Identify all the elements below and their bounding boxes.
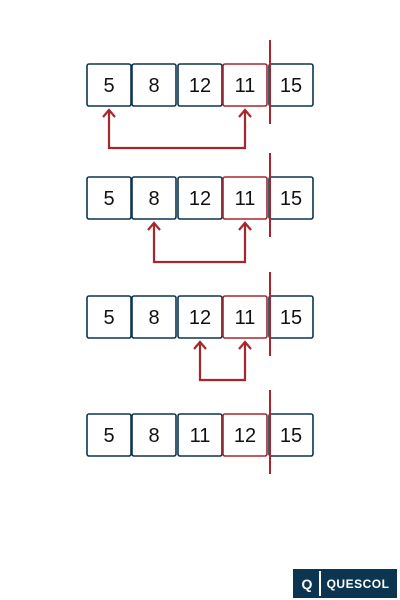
array-cell: 15: [268, 295, 314, 339]
arrowhead-icon: [238, 340, 252, 350]
cell-value: 8: [148, 307, 159, 329]
cell-box: [177, 413, 223, 457]
cell-box: [86, 63, 132, 107]
cell-value: 8: [148, 75, 159, 97]
arrowhead-icon: [238, 221, 252, 231]
array-cell: 8: [131, 295, 177, 339]
cell-value: 8: [148, 188, 159, 210]
cell-box: [131, 176, 177, 220]
array-row: 5 8 12 11 15: [86, 153, 314, 264]
cell-value: 11: [235, 307, 256, 329]
array-row: 5 8 11 12 15: [86, 390, 314, 474]
array-cell: 11: [222, 295, 268, 339]
cell-value: 5: [103, 188, 114, 210]
arrowhead-icon: [238, 108, 252, 118]
swap-arrow-line: [152, 223, 247, 264]
logo-mark: Q: [295, 571, 319, 596]
cell-box: [86, 295, 132, 339]
highlighted-cell-box: [222, 176, 268, 220]
cell-value: 11: [235, 188, 256, 210]
array-cell: 15: [268, 176, 314, 220]
arrowhead-icon: [102, 108, 116, 118]
array-cell: 15: [268, 63, 314, 107]
quescol-logo: Q QUESCOL: [293, 569, 397, 598]
swap-arrow: [193, 340, 252, 382]
cell-value: 15: [280, 425, 302, 447]
array-cell: 11: [222, 176, 268, 220]
array-cell: 12: [177, 295, 223, 339]
cell-box: [131, 63, 177, 107]
highlighted-cell-box: [222, 413, 268, 457]
cell-value: 11: [235, 75, 256, 97]
swap-arrow-line: [198, 342, 247, 382]
cell-value: 15: [280, 75, 302, 97]
cell-box: [177, 176, 223, 220]
swap-arrow: [102, 108, 252, 150]
highlighted-cell-box: [222, 295, 268, 339]
array-cell: 8: [131, 176, 177, 220]
cell-box: [177, 63, 223, 107]
array-cell: 12: [177, 176, 223, 220]
array-cell: 11: [222, 63, 268, 107]
array-cell: 12: [177, 63, 223, 107]
arrowhead-icon: [193, 340, 207, 350]
cell-value: 15: [280, 307, 302, 329]
swap-arrow: [147, 221, 252, 264]
array-row: 5 8 12 11 15: [86, 272, 314, 382]
array-cell: 5: [86, 295, 132, 339]
array-cell: 5: [86, 63, 132, 107]
array-cell: 11: [177, 413, 223, 457]
cell-box: [86, 413, 132, 457]
cell-value: 12: [189, 75, 211, 97]
cell-box: [86, 176, 132, 220]
array-cell: 15: [268, 413, 314, 457]
cell-value: 12: [189, 188, 211, 210]
cell-value: 12: [234, 425, 256, 447]
cell-box: [177, 295, 223, 339]
array-cell: 5: [86, 176, 132, 220]
swap-arrow-line: [107, 110, 247, 150]
array-cell: 8: [131, 413, 177, 457]
cell-box: [131, 413, 177, 457]
array-cell: 8: [131, 63, 177, 107]
cell-value: 8: [148, 425, 159, 447]
array-cell: 5: [86, 413, 132, 457]
highlighted-cell-box: [222, 63, 268, 107]
array-cell: 12: [222, 413, 268, 457]
cell-value: 15: [280, 188, 302, 210]
logo-name: QUESCOL: [319, 571, 395, 596]
cell-value: 5: [103, 307, 114, 329]
cell-value: 5: [103, 425, 114, 447]
cell-value: 12: [189, 307, 211, 329]
arrowhead-icon: [147, 221, 161, 231]
array-row: 5 8 12 11 15: [86, 40, 314, 150]
cell-box: [131, 295, 177, 339]
cell-value: 11: [190, 425, 211, 447]
cell-value: 5: [103, 75, 114, 97]
